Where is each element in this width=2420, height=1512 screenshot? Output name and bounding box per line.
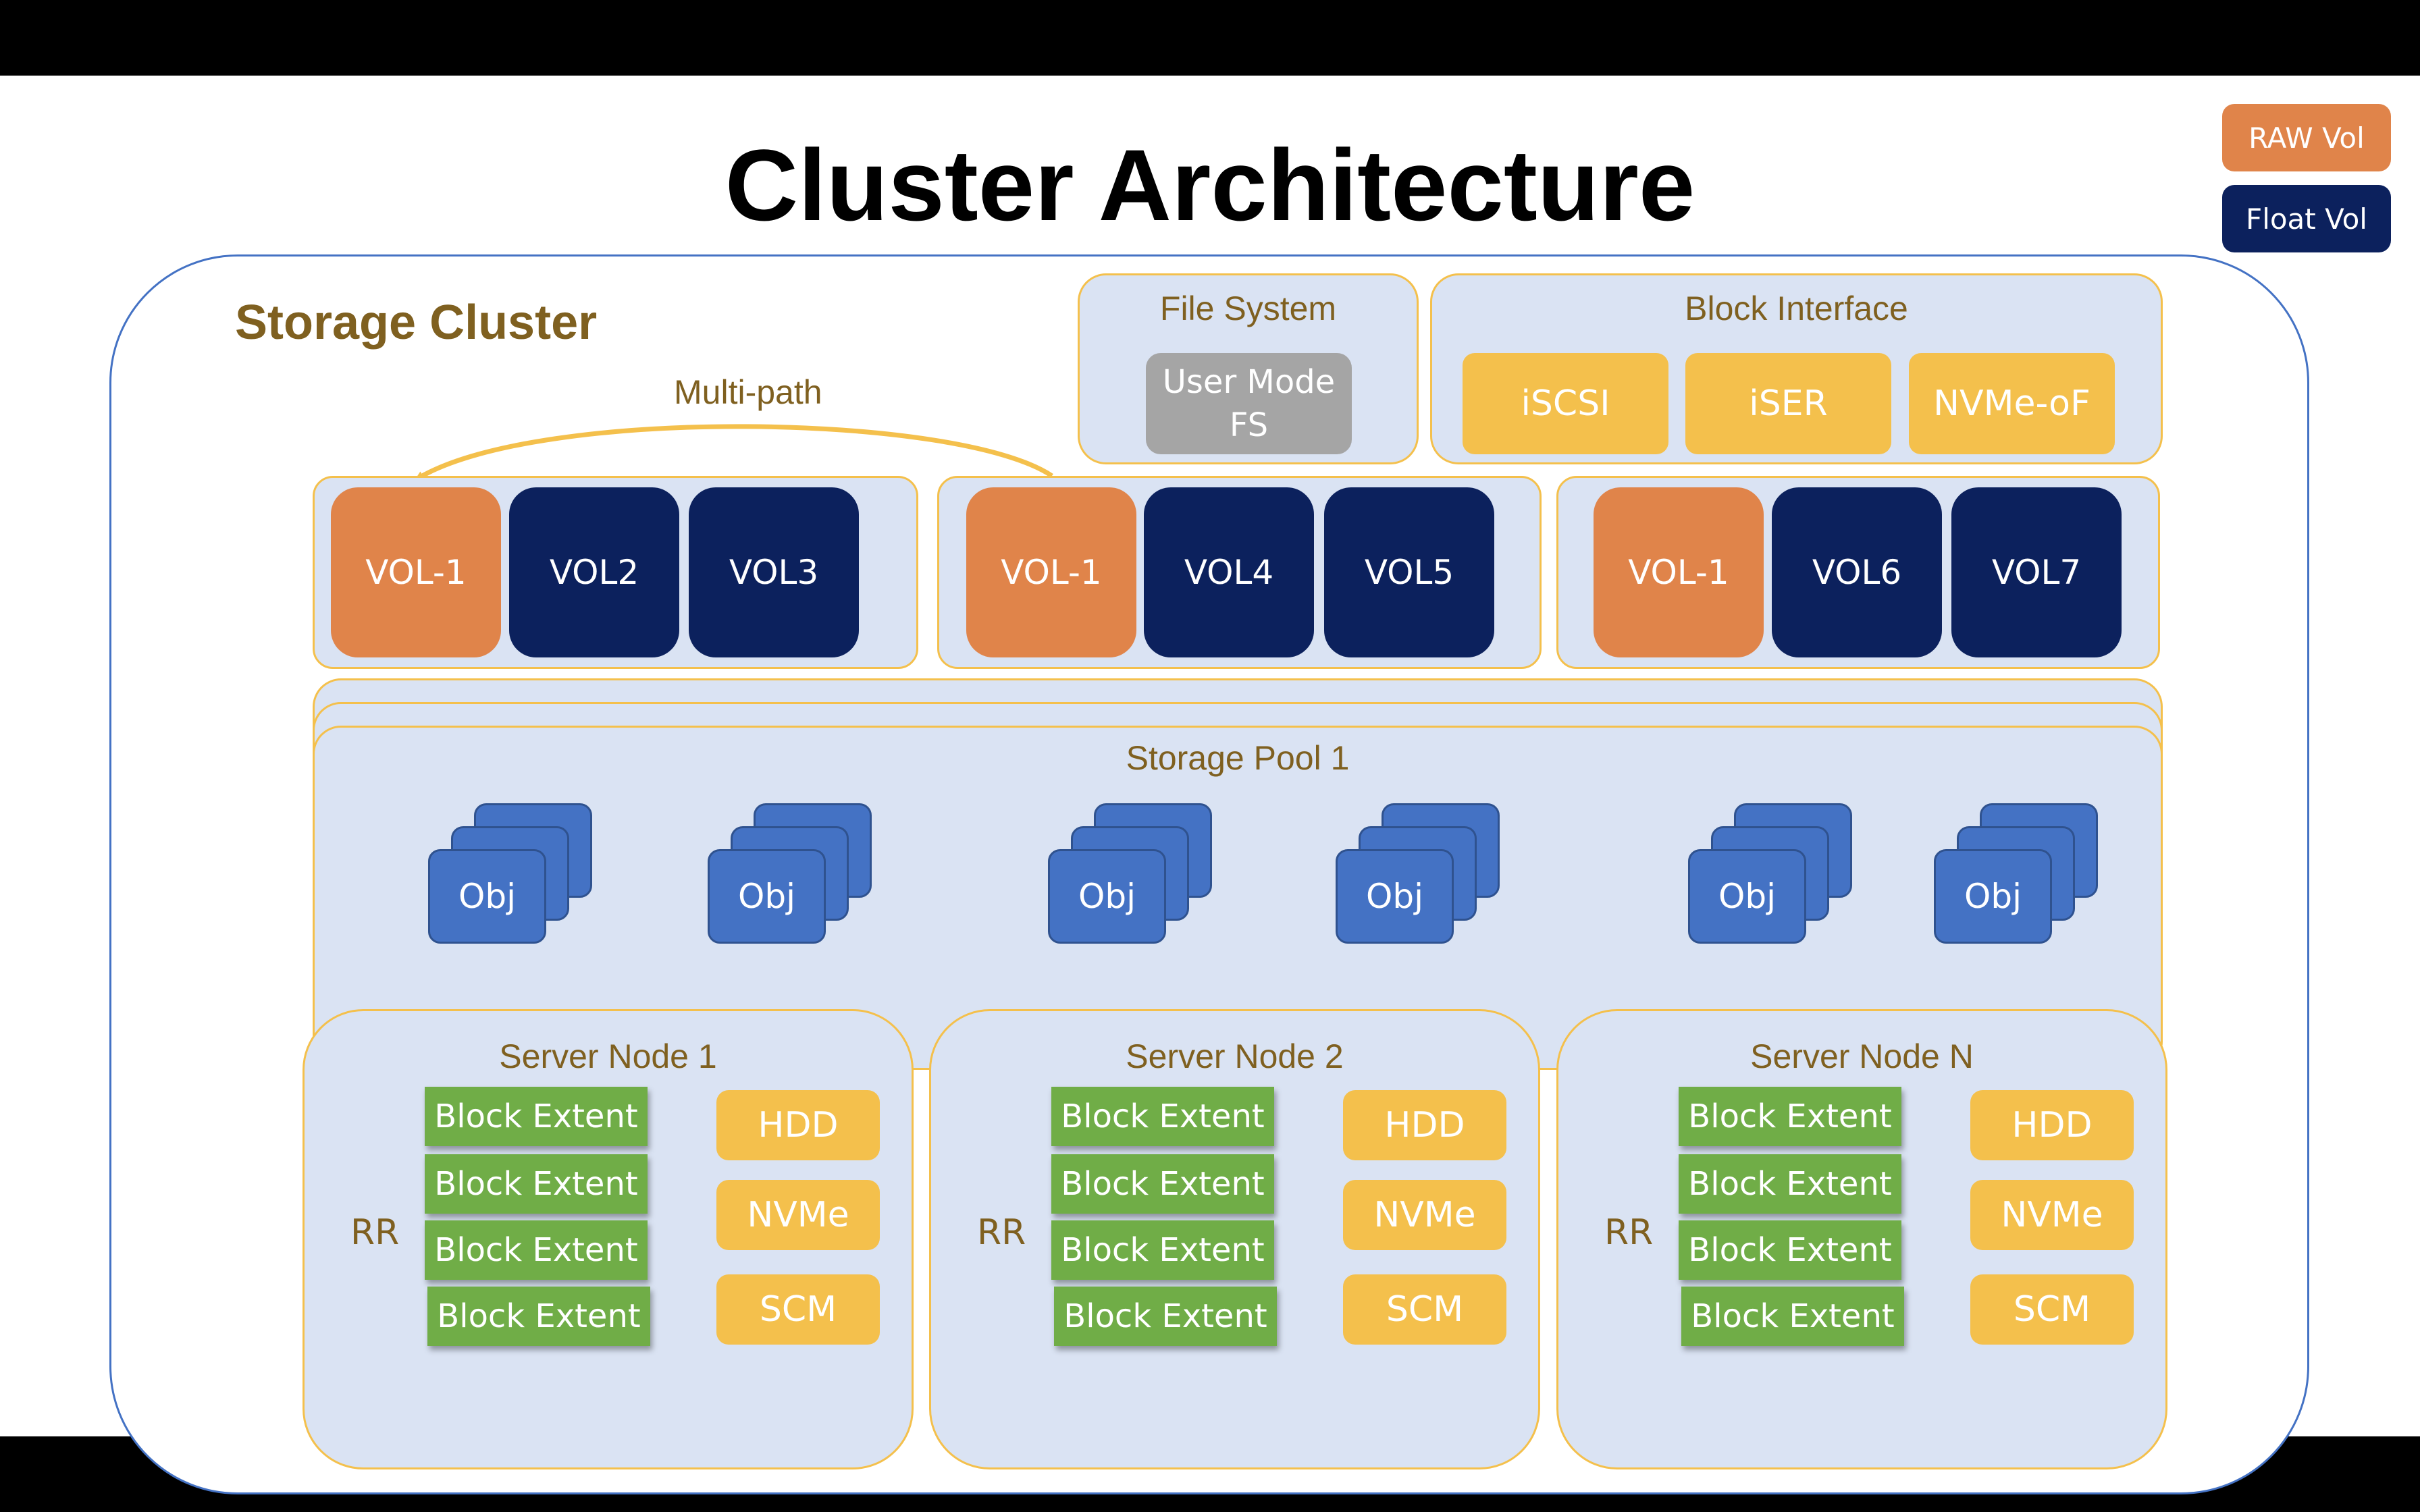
vol-chip: VOL3 xyxy=(689,487,859,657)
file-system-panel: File System User Mode FS xyxy=(1078,273,1419,464)
vol-chip: VOL2 xyxy=(509,487,679,657)
server-node-title: Server Node 1 xyxy=(499,1037,717,1075)
block-extent: Block Extent xyxy=(425,1154,648,1214)
block-extent: Block Extent xyxy=(1051,1154,1274,1214)
file-system-title: File System xyxy=(1159,290,1337,327)
rr-label: RR xyxy=(977,1212,1026,1253)
obj-chip: Obj xyxy=(708,849,826,944)
block-interface-title: Block Interface xyxy=(1685,290,1908,327)
rr-label: RR xyxy=(1604,1212,1654,1253)
server-node-title: Server Node N xyxy=(1750,1037,1974,1075)
obj-chip: Obj xyxy=(1336,849,1454,944)
block-extent: Block Extent xyxy=(425,1220,648,1280)
media-chip: NVMe xyxy=(1343,1180,1506,1250)
volume-group-3: VOL-1 VOL6 VOL7 xyxy=(1556,476,2160,669)
media-chip: SCM xyxy=(1970,1274,2134,1345)
rr-label: RR xyxy=(350,1212,400,1253)
iscsi-chip: iSCSI xyxy=(1463,353,1668,454)
block-extent: Block Extent xyxy=(1679,1087,1901,1146)
media-chip: NVMe xyxy=(1970,1180,2134,1250)
block-extent: Block Extent xyxy=(425,1087,648,1146)
vol-chip: VOL6 xyxy=(1772,487,1942,657)
legend-raw-vol: RAW Vol xyxy=(2222,104,2391,171)
media-chip: SCM xyxy=(1343,1274,1506,1345)
vol-chip: VOL-1 xyxy=(966,487,1136,657)
page-title: Cluster Architecture xyxy=(725,128,1695,242)
vol-chip: VOL4 xyxy=(1144,487,1314,657)
nvme-of-chip: NVMe-oF xyxy=(1909,353,2115,454)
vol-chip: VOL5 xyxy=(1324,487,1494,657)
block-interface-panel: Block Interface iSCSI iSER NVMe-oF xyxy=(1430,273,2163,464)
legend-float-vol: Float Vol xyxy=(2222,185,2391,252)
iser-chip: iSER xyxy=(1685,353,1891,454)
obj-chip: Obj xyxy=(1934,849,2052,944)
block-extent: Block Extent xyxy=(1679,1220,1901,1280)
media-chip: HDD xyxy=(1970,1090,2134,1160)
block-extent: Block Extent xyxy=(1681,1287,1904,1346)
media-chip: HDD xyxy=(1343,1090,1506,1160)
vol-chip: VOL-1 xyxy=(331,487,501,657)
user-mode-fs-chip: User Mode FS xyxy=(1146,353,1352,454)
block-extent: Block Extent xyxy=(427,1287,650,1346)
media-chip: SCM xyxy=(716,1274,880,1345)
block-extent: Block Extent xyxy=(1051,1087,1274,1146)
vol-chip: VOL-1 xyxy=(1594,487,1764,657)
multipath-label: Multi-path xyxy=(674,373,822,411)
media-chip: NVMe xyxy=(716,1180,880,1250)
media-chip: HDD xyxy=(716,1090,880,1160)
block-extent: Block Extent xyxy=(1051,1220,1274,1280)
storage-cluster-label: Storage Cluster xyxy=(235,296,598,350)
obj-chip: Obj xyxy=(1048,849,1166,944)
obj-chip: Obj xyxy=(428,849,546,944)
block-extent: Block Extent xyxy=(1679,1154,1901,1214)
storage-pool-title: Storage Pool 1 xyxy=(1126,739,1350,777)
slide: Cluster Architecture RAW Vol Float Vol S… xyxy=(0,76,2420,1494)
vol-chip: VOL7 xyxy=(1951,487,2122,657)
obj-chip: Obj xyxy=(1688,849,1806,944)
block-extent: Block Extent xyxy=(1054,1287,1277,1346)
server-node-title: Server Node 2 xyxy=(1126,1037,1344,1075)
volume-group-1: VOL-1 VOL2 VOL3 xyxy=(313,476,918,669)
volume-group-2: VOL-1 VOL4 VOL5 xyxy=(937,476,1542,669)
